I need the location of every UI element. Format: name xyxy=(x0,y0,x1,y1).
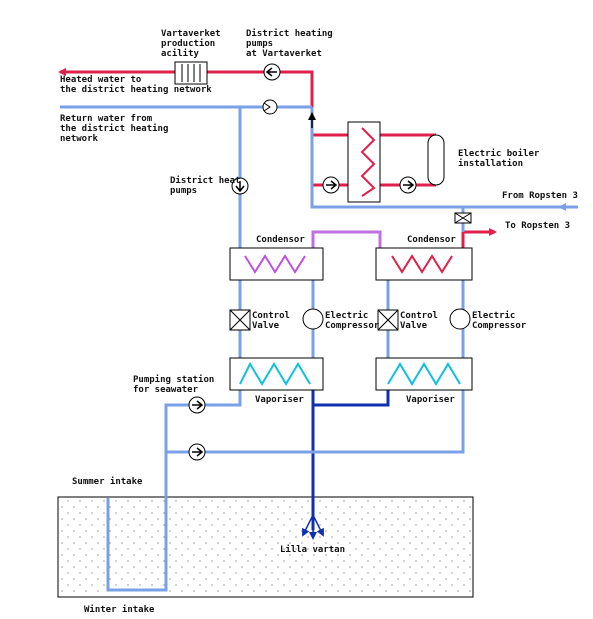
production-facility-icon xyxy=(174,61,208,85)
compressor-right-label-1: Electric xyxy=(472,310,515,321)
district-heat-pumps-label-2: pumps xyxy=(170,186,197,196)
dh-pumps-label-1: District heating xyxy=(246,28,333,39)
boiler-pump-left xyxy=(322,176,340,194)
summer-intake-label: Summer intake xyxy=(72,476,143,487)
boiler-pump-right xyxy=(399,176,417,194)
electric-boiler-label-2: installation xyxy=(458,158,523,169)
control-valve-right-label-1: Control xyxy=(400,311,438,321)
compressor-left-label-2: Compressor xyxy=(325,321,380,331)
condensor-left-label: Condensor xyxy=(256,235,305,245)
condensor-left xyxy=(229,247,324,281)
to-ropsten-label: To Ropsten 3 xyxy=(505,221,570,231)
control-valve-left-label-2: Valve xyxy=(252,321,280,331)
condensor-link-pipe xyxy=(311,230,382,248)
production-facility-label-3: acility xyxy=(161,48,200,59)
vaporiser-left xyxy=(229,357,324,391)
vaporiser-right-label: Vaporiser xyxy=(406,394,455,405)
heat-exchanger-icon xyxy=(347,121,381,203)
dh-pumps-label-3: at Vartaverket xyxy=(246,49,322,59)
compressor-right-label-2: Compressor xyxy=(472,321,527,331)
heated-water-pipe xyxy=(58,68,314,120)
seawater-supply-1 xyxy=(106,390,242,592)
district-heat-pumps-label-1: District heat xyxy=(170,175,240,186)
ropsten-valve-icon xyxy=(454,212,472,224)
seawater-pump-lower xyxy=(188,443,206,461)
compressor-right-icon xyxy=(449,308,471,330)
return-water-label-3: network xyxy=(60,134,99,144)
return-down-pipe xyxy=(310,107,578,209)
return-water-label-2: the district heating xyxy=(60,123,168,134)
pumping-station-label-1: Pumping station xyxy=(133,374,214,385)
control-valve-left-label-1: Control xyxy=(252,311,290,321)
pump-icon xyxy=(263,63,281,81)
outlet-arrows xyxy=(302,514,324,540)
winter-intake-label: Winter intake xyxy=(84,604,155,615)
boiler-loop-pipe xyxy=(310,120,348,187)
sea-basin xyxy=(57,496,474,598)
heated-water-label-2: the district heating network xyxy=(60,84,212,95)
lilla-vartan-label: Lilla vartan xyxy=(280,544,345,555)
district-heat-pump-icon xyxy=(231,177,249,195)
from-ropsten-label: From Ropsten 3 xyxy=(502,191,578,201)
production-facility-label-1: Vartaverket xyxy=(161,29,221,39)
control-valve-right-icon xyxy=(377,309,399,331)
condensor-right-label: Condensor xyxy=(407,235,456,245)
check-valve-icon xyxy=(262,99,278,115)
pumping-station-label-2: for seawater xyxy=(133,385,199,395)
labels: Vartaverket production acility District … xyxy=(60,28,578,615)
control-valve-right-label-2: Valve xyxy=(400,321,428,331)
seawater-supply-2 xyxy=(166,390,465,454)
to-ropsten-pipe xyxy=(461,228,497,248)
compressor-left-icon xyxy=(302,308,324,330)
seawater-pump-upper xyxy=(188,396,206,414)
boiler-icon xyxy=(427,134,445,186)
seawater-outlet-right xyxy=(313,390,390,407)
vaporiser-left-label: Vaporiser xyxy=(255,394,304,405)
control-valve-left-icon xyxy=(229,309,251,331)
dh-pumps-label-2: pumps xyxy=(246,39,273,49)
return-water-label-1: Return water from xyxy=(60,114,153,124)
condensor-right xyxy=(375,247,473,281)
electric-boiler-label-1: Electric boiler xyxy=(458,148,540,159)
vaporiser-right xyxy=(375,357,473,391)
heated-water-label-1: Heated water to xyxy=(60,75,141,85)
production-facility-label-2: production xyxy=(161,38,215,49)
compressor-left-label-1: Electric xyxy=(325,310,368,321)
